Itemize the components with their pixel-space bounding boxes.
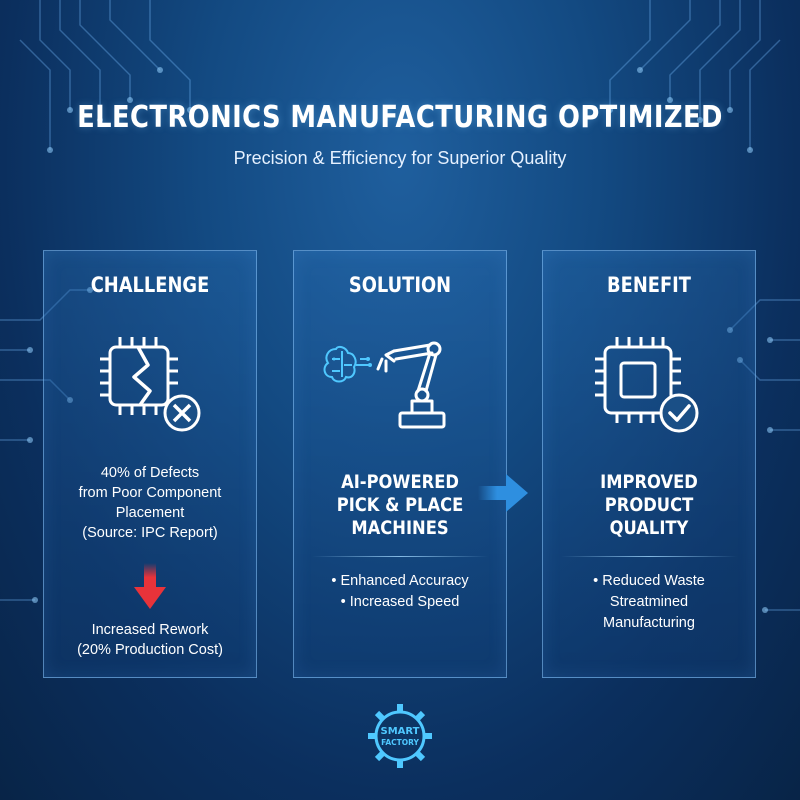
solution-headline: AI-POWERED PICK & PLACE MACHINES <box>309 471 491 540</box>
solution-card: SOLUTION AI-POWERED PICK & PLACE MACHINE… <box>293 250 507 678</box>
benefit-headline: IMPROVED PRODUCT QUALITY <box>558 471 740 540</box>
benefit-divider <box>561 556 737 557</box>
benefit-headline-line: PRODUCT <box>604 494 694 516</box>
solution-divider <box>312 556 488 557</box>
benefit-bullet-line: • Reduced Waste <box>593 573 705 589</box>
down-arrow-icon <box>134 563 166 609</box>
benefit-bullets: • Reduced Waste Streatmined Manufacturin… <box>543 571 755 634</box>
solution-headline-line: AI-POWERED <box>341 471 459 493</box>
challenge-text-line: (Source: IPC Report) <box>82 525 218 541</box>
challenge-result-line: Increased Rework <box>91 622 209 638</box>
challenge-card: CHALLENGE 40% of Defects from Poor Compo… <box>43 250 257 678</box>
solution-headline-line: PICK & PLACE <box>336 494 464 516</box>
benefit-bullet-line: Streatmined <box>609 594 689 610</box>
solution-heading: SOLUTION <box>348 273 452 297</box>
solution-headline-line: MACHINES <box>351 517 449 539</box>
solution-bullet: • Increased Speed <box>340 594 460 610</box>
challenge-text-line: Placement <box>115 505 185 521</box>
challenge-result: Increased Rework (20% Production Cost) <box>44 620 256 660</box>
page-subtitle: Precision & Efficiency for Superior Qual… <box>233 148 567 168</box>
broken-chip-x-icon <box>100 337 201 432</box>
challenge-text-line: from Poor Component <box>78 485 222 501</box>
benefit-heading: BENEFIT <box>607 273 691 297</box>
logo-line2: FACTORY <box>381 738 419 747</box>
page-title: ELECTRONICS MANUFACTURING OPTIMIZED <box>77 100 723 135</box>
ai-robot-arm-icon <box>323 341 446 429</box>
challenge-heading: CHALLENGE <box>90 273 210 297</box>
smart-factory-gear-logo: SMART FACTORY <box>368 704 432 768</box>
challenge-result-line: (20% Production Cost) <box>77 642 223 658</box>
benefit-headline-line: QUALITY <box>609 517 689 539</box>
challenge-text-line: 40% of Defects <box>100 465 200 481</box>
chip-check-icon <box>595 337 699 433</box>
benefit-headline-line: IMPROVED <box>600 471 698 493</box>
benefit-card: BENEFIT IMPROVED PRODUCT QUALITY • Reduc… <box>542 250 756 678</box>
challenge-text: 40% of Defects from Poor Component Place… <box>44 463 256 543</box>
solution-bullet: • Enhanced Accuracy <box>331 573 469 589</box>
benefit-bullet-line: Manufacturing <box>603 615 695 631</box>
solution-bullets: • Enhanced Accuracy • Increased Speed <box>294 571 506 613</box>
logo-line1: SMART <box>381 726 420 737</box>
right-arrow-icon <box>478 474 528 512</box>
